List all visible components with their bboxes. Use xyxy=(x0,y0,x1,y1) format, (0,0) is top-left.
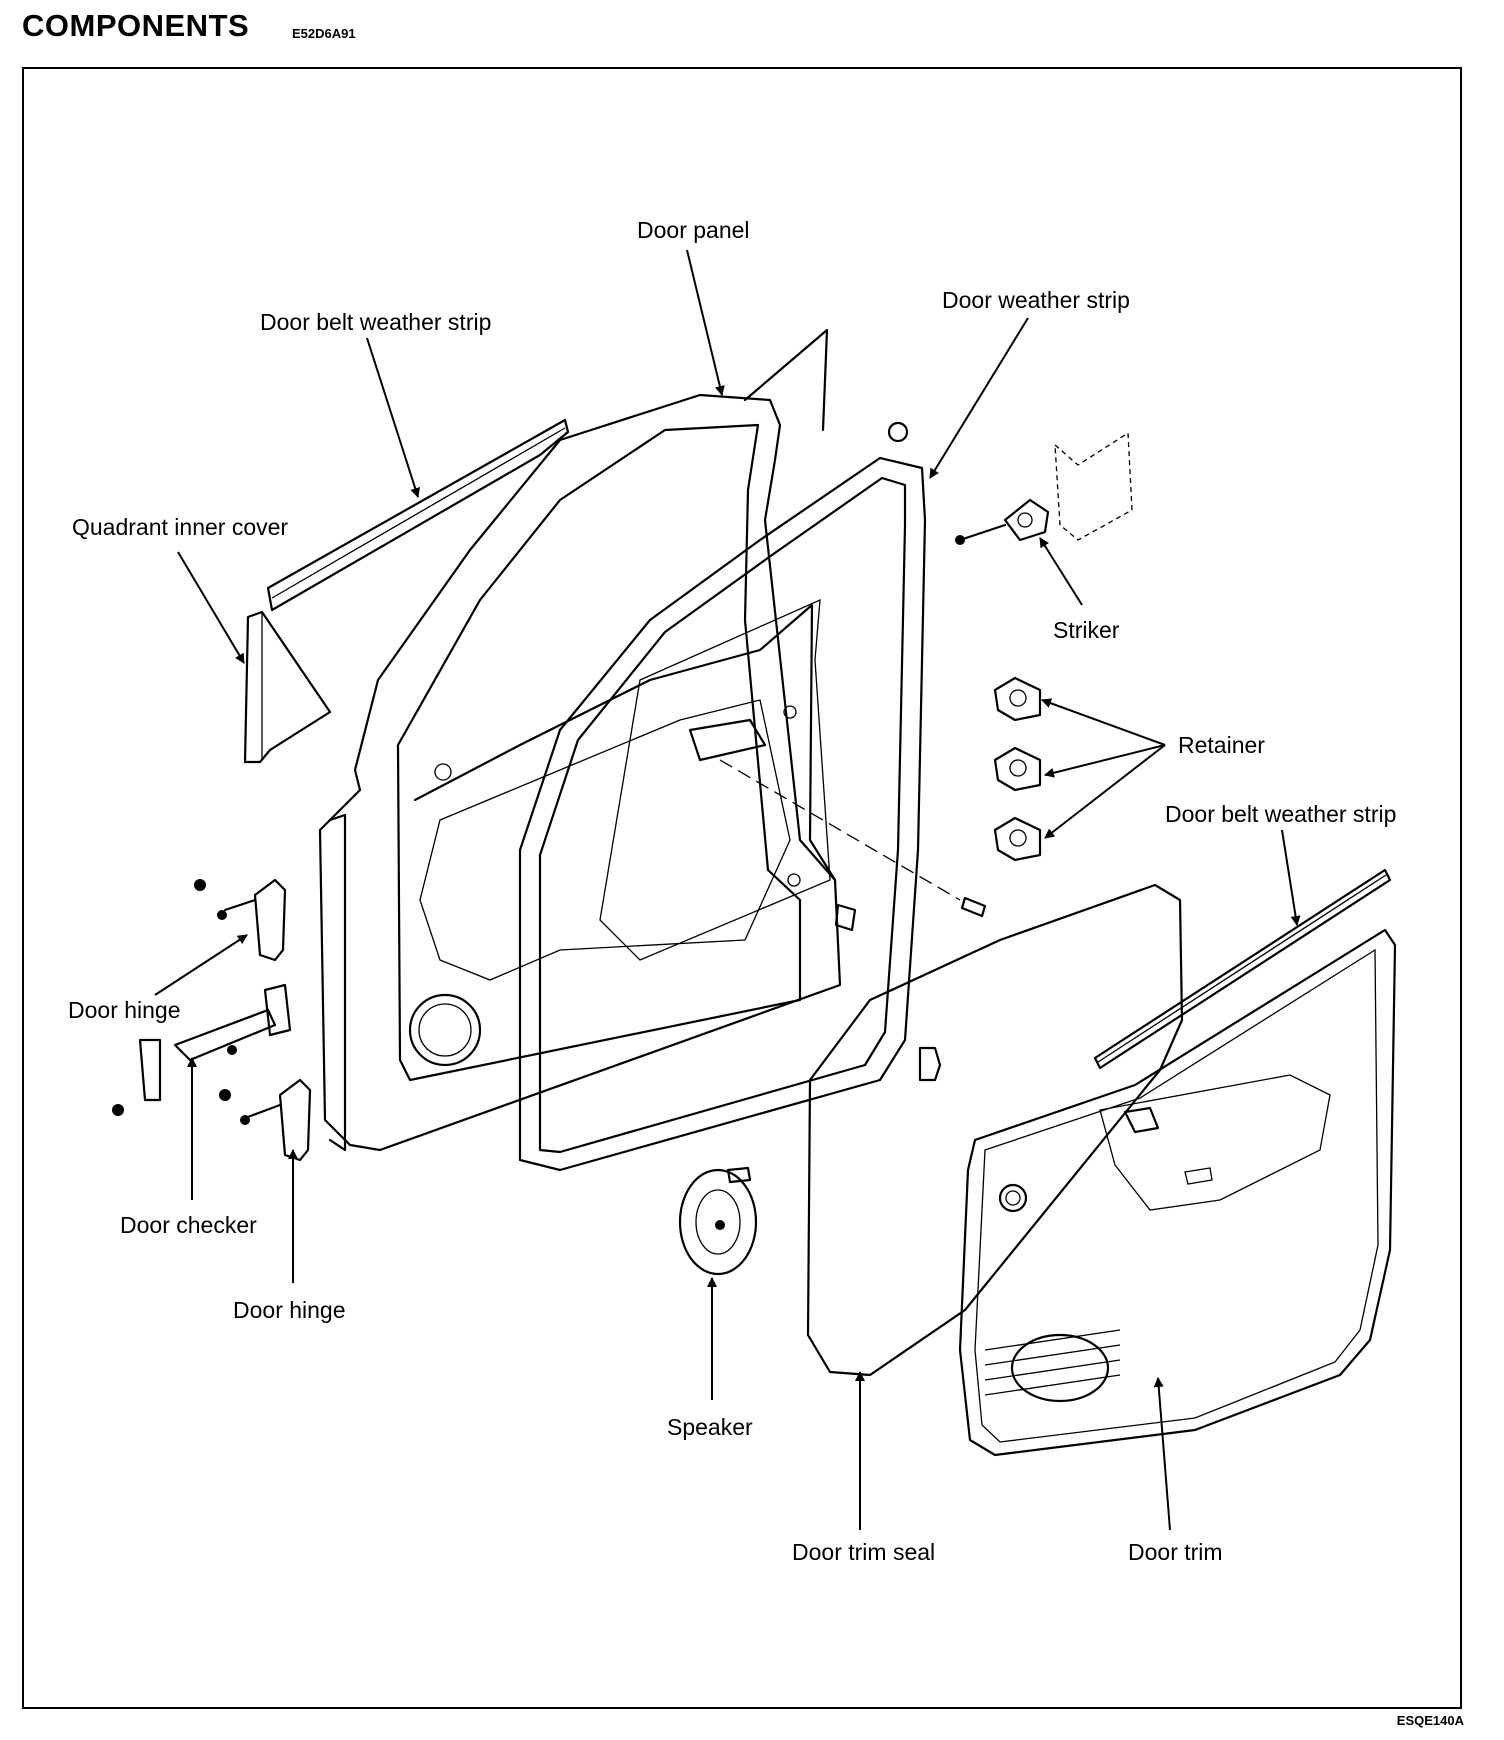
door-belt-weather-strip-outer-part xyxy=(266,418,570,612)
label-door-weather-strip: Door weather strip xyxy=(942,287,1130,313)
diagram-frame xyxy=(22,67,1462,1709)
door-hinge-upper-part xyxy=(194,878,287,962)
label-retainer: Retainer xyxy=(1178,732,1265,758)
label-quadrant-inner-cover: Quadrant inner cover xyxy=(72,514,288,540)
label-speaker: Speaker xyxy=(667,1414,753,1440)
document-code: E52D6A91 xyxy=(292,26,356,41)
label-door-panel: Door panel xyxy=(637,217,750,243)
door-trim-part xyxy=(958,928,1397,1457)
label-door-belt-weather-strip-outer: Door belt weather strip xyxy=(260,309,491,335)
label-door-belt-weather-strip-inner: Door belt weather strip xyxy=(1165,801,1396,827)
figure-code: ESQE140A xyxy=(1396,1713,1464,1728)
door-weather-strip-part xyxy=(518,456,927,1172)
door-checker-part xyxy=(112,983,292,1116)
label-door-hinge-lower: Door hinge xyxy=(233,1297,346,1323)
label-door-checker: Door checker xyxy=(120,1212,257,1238)
door-inner-module-part xyxy=(599,421,987,961)
retainer-parts xyxy=(993,676,1042,862)
label-door-trim: Door trim xyxy=(1128,1539,1223,1565)
door-panel-part xyxy=(318,328,842,1152)
quadrant-inner-cover-part xyxy=(243,610,332,764)
door-hinge-lower-part xyxy=(219,1078,312,1162)
door-trim-seal-part xyxy=(806,883,1184,1377)
leader-lines xyxy=(154,249,1301,1531)
speaker-part xyxy=(678,1166,758,1276)
striker-part xyxy=(955,431,1133,545)
page-title: COMPONENTS xyxy=(22,8,250,43)
label-striker: Striker xyxy=(1053,617,1120,643)
label-door-hinge-upper: Door hinge xyxy=(68,997,181,1023)
label-door-trim-seal: Door trim seal xyxy=(792,1539,935,1565)
door-belt-weather-strip-inner-part xyxy=(1093,868,1392,1070)
